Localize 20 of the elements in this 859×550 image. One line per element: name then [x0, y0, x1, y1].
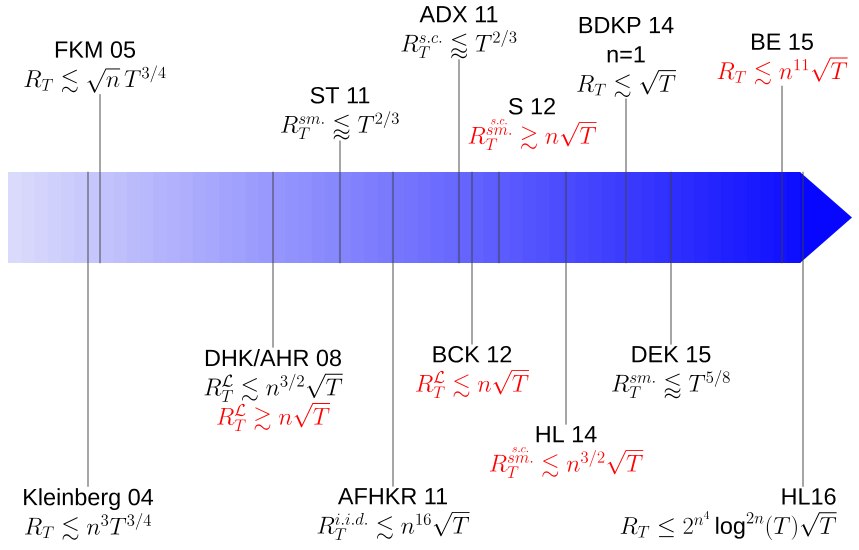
milestone-label: AFHKR 11 $R_T^{i.i.d.} \lesssim n^{16}\sqrt{T}$: [318, 488, 470, 540]
milestone-label: BDKP 14 n=1 $R_T \lesssim \sqrt{T}$: [577, 16, 676, 97]
timeline-arrow: [8, 172, 852, 263]
milestone-label: BCK 12 $R_T^{\mathcal{L}} \lesssim n\sqrt{T}$: [416, 346, 530, 398]
leader-line: [392, 171, 394, 488]
milestone-label: ST 11 $R_T^{sm.} \lessapprox T^{2/3}$: [281, 86, 399, 140]
milestone-label: HL16 $R_T \le 2^{n^4} \log^{2n}(T)\sqrt{T}$: [620, 488, 837, 540]
leader-line: [802, 171, 804, 488]
leader-line: [670, 171, 672, 346]
milestone-label: DHK/AHR 08 $R_T^{\mathcal{L}} \lesssim n^{3/2}\sqrt{T}$ $R_T^{\mathcal{L}} \gtrsim n\sqrt{T}$: [204, 349, 343, 432]
milestone-label: FKM 05 $R_T \lesssim \sqrt{n}\, T^{3/4}$: [24, 41, 166, 93]
leader-line: [458, 58, 460, 264]
milestone-label: S 12 $R_T^{\stackrel{s.c.}{sm.}} \gtrsim n\sqrt{T}$: [468, 98, 597, 150]
milestone-label: BE 15 $R_T \lesssim n^{11}\sqrt{T}$: [718, 34, 848, 84]
milestone-label: ADX 11 $R_T^{s.c.} \lessapprox T^{2/3}$: [402, 6, 516, 58]
milestone-label: DEK 15 $R_T^{sm.} \lessapprox T^{5/8}$: [612, 346, 730, 398]
leader-line: [272, 171, 274, 348]
leader-line: [498, 171, 500, 264]
milestone-label: Kleinberg 04 $R_T \lesssim n^3 T^{3/4}$: [24, 488, 154, 540]
milestone-label: HL 14 $R_T^{\stackrel{s.c.}{sm.}} \lesssim n^{3/2}\sqrt{T}$: [490, 426, 644, 478]
